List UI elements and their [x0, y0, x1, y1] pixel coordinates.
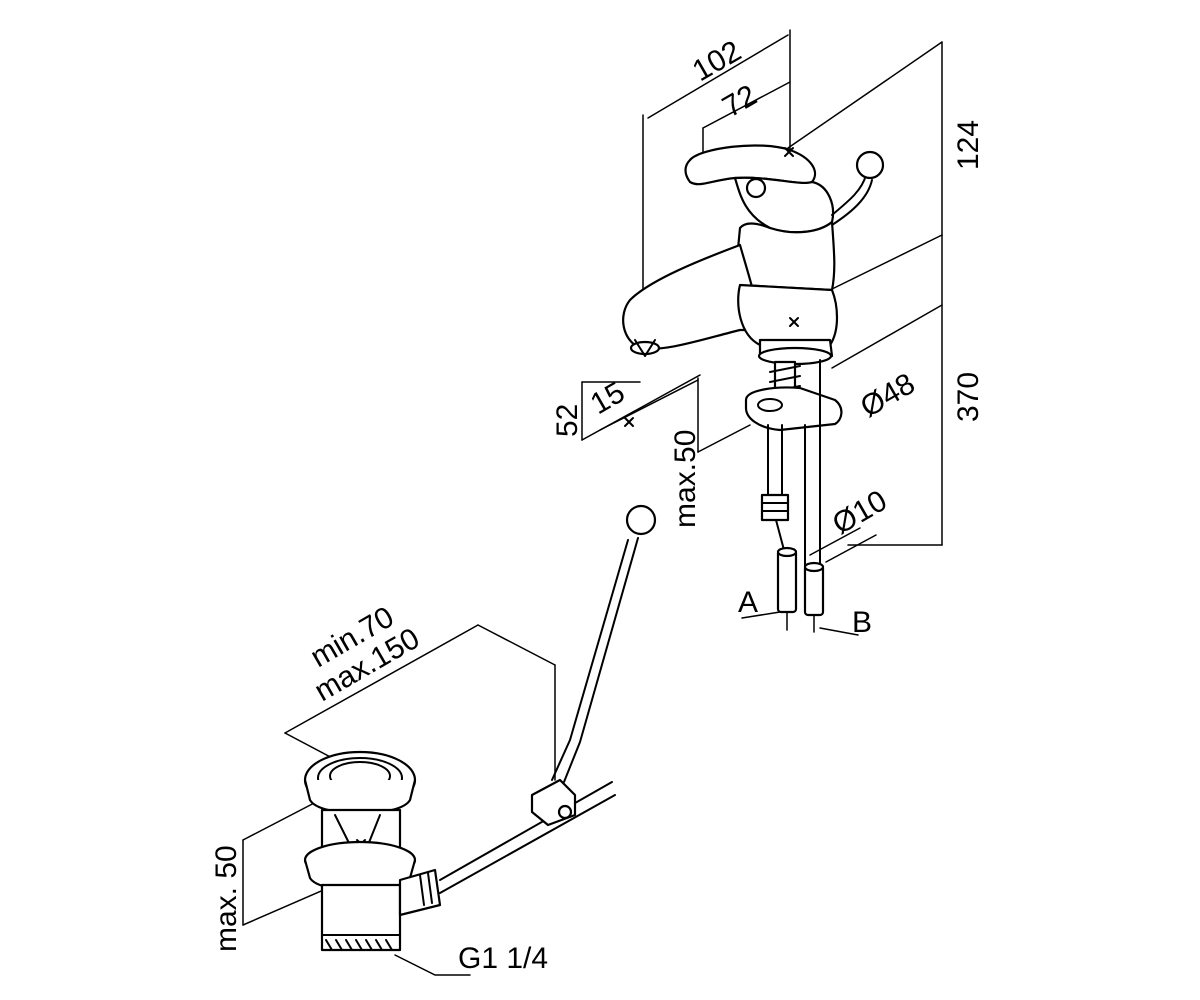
pop-up-waste — [242, 504, 657, 976]
dim-370: 370 — [952, 372, 985, 422]
connection-label-a: A — [738, 586, 758, 619]
dim-diameter-48: Ø48 — [855, 367, 921, 424]
dim-102: 102 — [687, 34, 747, 88]
dim-52: 52 — [551, 404, 584, 437]
connection-label-b: B — [852, 606, 872, 639]
dim-124: 124 — [952, 120, 985, 170]
dim-max-50-tap: max.50 — [669, 430, 702, 528]
thread-label: G1 1/4 — [458, 942, 548, 975]
dim-max-50-waste: max. 50 — [210, 845, 243, 952]
dim-diameter-10: Ø10 — [827, 484, 893, 541]
mixer-tap — [581, 29, 943, 636]
